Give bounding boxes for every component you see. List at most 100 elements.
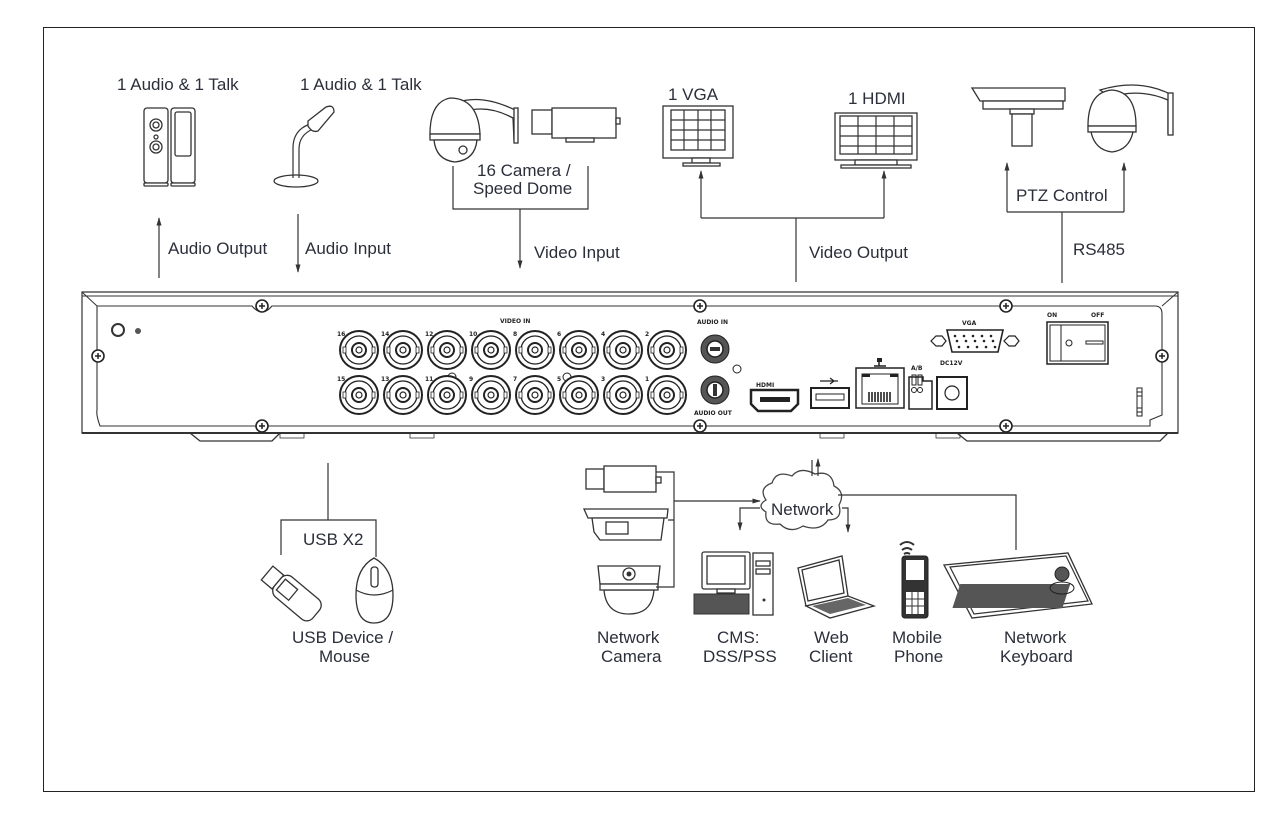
ptz-speed-dome-icon (1087, 84, 1174, 153)
ethernet-port[interactable] (855, 367, 905, 409)
network-symbol-icon (874, 358, 886, 367)
cms-label-line2: DSS/PSS (703, 647, 777, 666)
network-dome-camera-icon (597, 565, 661, 615)
dc-power-label: DC12V (940, 360, 963, 367)
rs485-ab-label: A/B (911, 365, 923, 372)
screw-icon (999, 299, 1013, 313)
microphone-icon (273, 105, 335, 188)
video-in-label: VIDEO IN (500, 318, 530, 325)
usb-icon (820, 377, 838, 385)
audio-in-label: AUDIO IN (697, 319, 728, 326)
network-bullet-camera-icon (582, 508, 669, 541)
bnc-video-in-port-13[interactable] (383, 375, 423, 415)
hdmi-monitor-label: 1 HDMI (848, 89, 906, 108)
bnc-channel-label: 4 (601, 331, 605, 338)
bnc-channel-label: 2 (645, 331, 649, 338)
bnc-video-in-port-6[interactable] (559, 330, 599, 370)
screw-icon (999, 419, 1013, 433)
screw-icon (91, 349, 105, 363)
latch-icon (1136, 387, 1143, 417)
video-input-label: Video Input (534, 243, 620, 262)
bnc-video-in-port-12[interactable] (427, 330, 467, 370)
panel-screws (91, 299, 1169, 433)
screw-icon (1155, 349, 1169, 363)
microphone-label: 1 Audio & 1 Talk (300, 75, 422, 94)
network-cloud-icon (760, 469, 843, 531)
bnc-channel-label: 16 (337, 331, 345, 338)
screw-icon (693, 299, 707, 313)
bnc-video-in-port-3[interactable] (603, 375, 643, 415)
bnc-video-in-port-5[interactable] (559, 375, 599, 415)
power-switch[interactable] (1046, 321, 1109, 365)
box-camera-icon (531, 107, 621, 143)
mobile-phone-label-line2: Phone (894, 647, 943, 666)
web-client-label-line1: Web (814, 628, 849, 647)
vga-port[interactable] (930, 329, 1020, 353)
cms-pc-icon (693, 551, 774, 616)
bnc-channel-label: 13 (381, 376, 389, 383)
audio-input-label: Audio Input (305, 239, 391, 258)
bnc-video-in-port-16[interactable] (339, 330, 379, 370)
usb-label: USB X2 (303, 530, 363, 549)
bnc-video-in-port-8[interactable] (515, 330, 555, 370)
power-off-label: OFF (1091, 312, 1104, 319)
audio-out-port[interactable] (700, 375, 730, 405)
bnc-video-in-port-7[interactable] (515, 375, 555, 415)
vga-monitor-label: 1 VGA (668, 85, 719, 104)
usb-port[interactable] (810, 387, 850, 409)
network-keyboard-label-line1: Network (1004, 628, 1067, 647)
bnc-channel-label: 8 (513, 331, 517, 338)
usb-flash-drive-icon (260, 565, 322, 622)
screw-icon (693, 419, 707, 433)
hdmi-port-label: HDMI (756, 382, 774, 389)
dc-power-port[interactable] (936, 376, 968, 410)
web-client-laptop-icon (797, 555, 877, 619)
network-label: Network (771, 500, 834, 519)
usb-device-label-line1: USB Device / (292, 628, 393, 647)
network-camera-label-line2: Camera (601, 647, 662, 666)
audio-in-port[interactable] (700, 334, 730, 364)
bnc-video-in-port-10[interactable] (471, 330, 511, 370)
bnc-channel-label: 11 (425, 376, 433, 383)
cms-arrow (737, 507, 760, 531)
cameras-label-line1: 16 Camera / (477, 161, 571, 180)
screw-icon (255, 299, 269, 313)
bnc-channel-label: 15 (337, 376, 345, 383)
usb-device-label-line2: Mouse (319, 647, 370, 666)
network-camera-label-line1: Network (597, 628, 660, 647)
mobile-phone-label-line1: Mobile (892, 628, 942, 647)
network-keyboard-label-line2: Keyboard (1000, 647, 1073, 666)
audio-output-label: Audio Output (168, 239, 268, 258)
power-on-label: ON (1047, 312, 1057, 319)
bnc-video-in-port-1[interactable] (647, 375, 687, 415)
bnc-video-in-port-14[interactable] (383, 330, 423, 370)
bnc-video-in-port-9[interactable] (471, 375, 511, 415)
vga-port-label: VGA (962, 320, 977, 327)
bnc-channel-label: 12 (425, 331, 433, 338)
speed-dome-camera-icon (429, 97, 519, 163)
diagram-frame (43, 27, 1255, 792)
usb-bracket (280, 519, 377, 557)
bnc-channel-label: 14 (381, 331, 389, 338)
rs485-terminal[interactable] (908, 374, 933, 410)
speakers-icon (143, 107, 196, 187)
ptz-housing-camera-icon (970, 87, 1066, 147)
bnc-video-in-port-4[interactable] (603, 330, 643, 370)
network-camera-bracket (656, 471, 675, 588)
network-box-camera-icon (585, 465, 662, 493)
audio-out-label: AUDIO OUT (694, 410, 733, 417)
bnc-video-in-port-15[interactable] (339, 375, 379, 415)
ground-terminal-icon (111, 323, 141, 337)
bnc-video-in-port-11[interactable] (427, 375, 467, 415)
network-keyboard-line (838, 494, 1017, 550)
network-keyboard-icon (942, 552, 1093, 619)
hdmi-monitor-icon (834, 112, 918, 169)
bnc-channel-label: 10 (469, 331, 477, 338)
hdmi-port[interactable] (749, 388, 800, 413)
bnc-video-in-port-2[interactable] (647, 330, 687, 370)
ptz-control-label: PTZ Control (1016, 186, 1108, 205)
web-client-label-line2: Client (809, 647, 853, 666)
cms-label-line1: CMS: (717, 628, 760, 647)
